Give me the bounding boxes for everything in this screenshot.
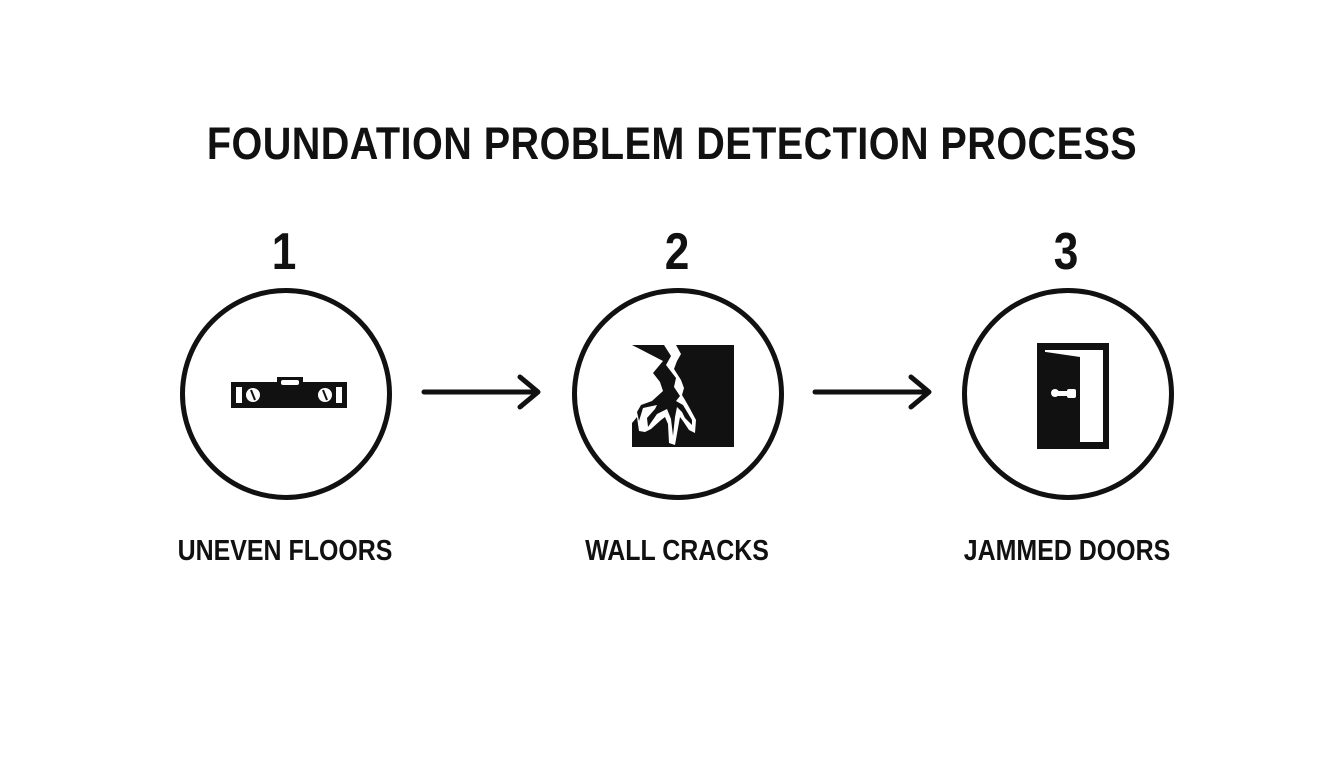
step-2-circle xyxy=(572,288,784,500)
step-2-label: WALL CRACKS xyxy=(585,535,769,567)
spirit-level-icon xyxy=(231,377,347,408)
step-3-number: 3 xyxy=(1053,223,1079,281)
arrow-right-icon xyxy=(812,374,932,410)
step-3-label: JAMMED DOORS xyxy=(963,535,1171,567)
step-3-circle xyxy=(962,288,1174,500)
step-1-number: 1 xyxy=(271,223,297,281)
diagram-title: FOUNDATION PROBLEM DETECTION PROCESS xyxy=(206,118,1138,169)
door-icon xyxy=(1037,343,1109,449)
step-1-circle xyxy=(180,288,392,500)
cracked-wall-icon xyxy=(632,345,734,447)
step-1-label: UNEVEN FLOORS xyxy=(177,535,393,567)
step-2-number: 2 xyxy=(664,223,690,281)
arrow-right-icon xyxy=(421,374,541,410)
